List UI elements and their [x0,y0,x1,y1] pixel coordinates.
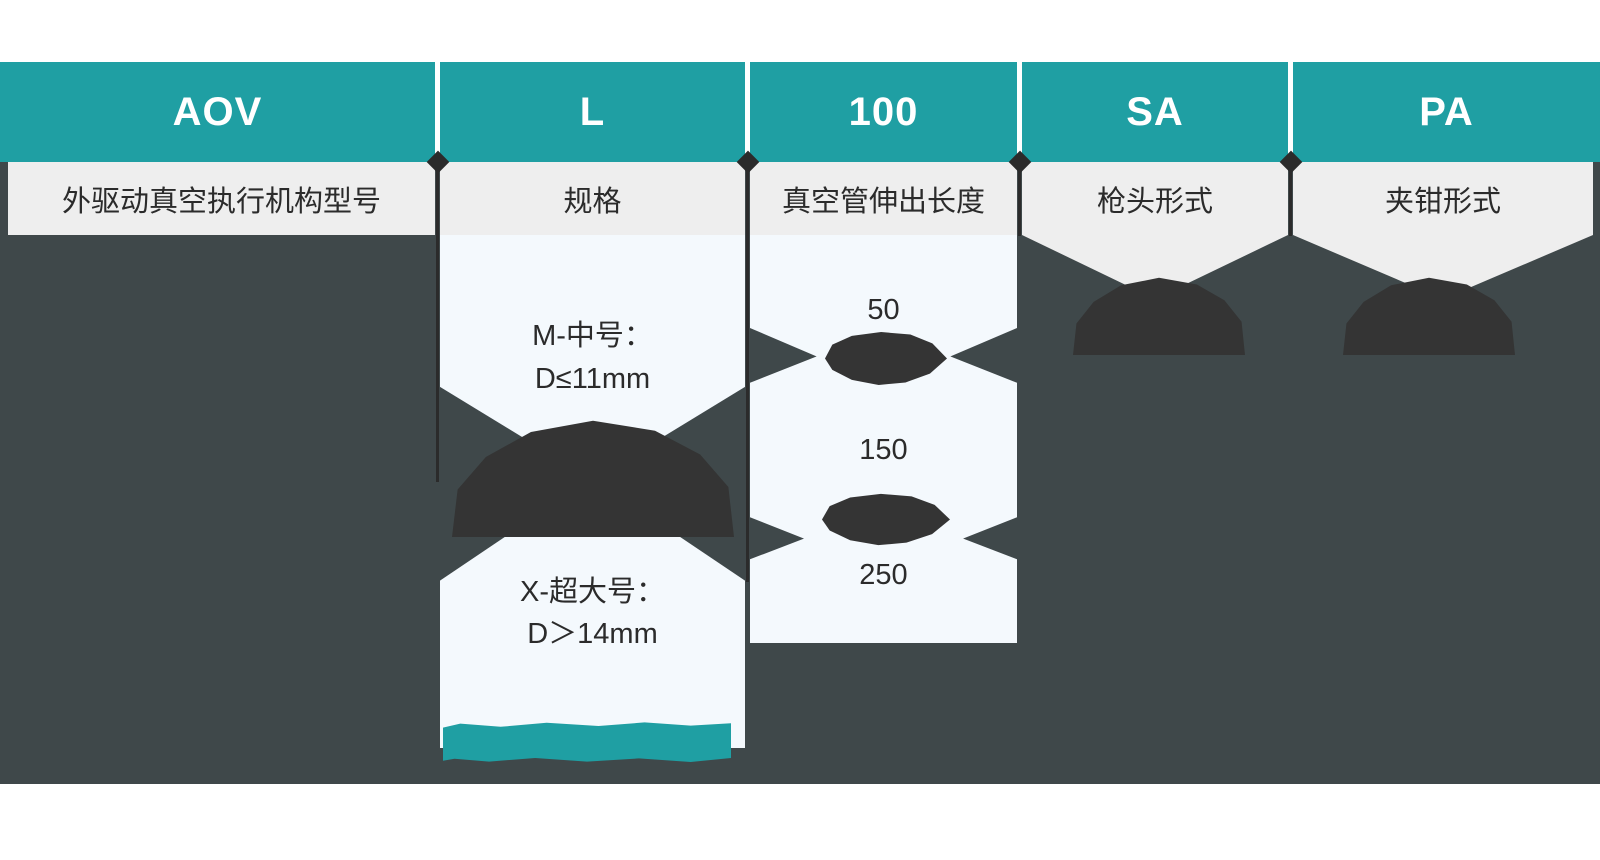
option-line-1: 50 [867,293,900,326]
label-cell-pa: 夹钳形式 [1293,162,1593,235]
option-line-1: 250 [859,559,908,592]
header-cell-sa[interactable]: SA [1022,62,1288,162]
header-seam-3 [1017,62,1022,162]
divider-line-1 [436,162,439,482]
header-cell-aov[interactable]: AOV [0,62,435,162]
header-cell-100[interactable]: 100 [750,62,1017,162]
label-cell-100: 真空管伸出长度 [750,162,1017,235]
header-seam-1 [435,62,440,162]
label-cell-sa: 枪头形式 [1022,162,1288,235]
header-cell-l[interactable]: L [440,62,745,162]
label-cell-l: 规格 [440,162,745,235]
option-line-1: 150 [859,433,908,466]
option-line-1: M-中号： [532,320,653,353]
option-line-2: D＞14mm [527,618,658,650]
option-line-2: D≤11mm [534,362,651,395]
header-seam-2 [745,62,750,162]
header-seam-4 [1288,62,1293,162]
label-cell-aov: 外驱动真空执行机构型号 [8,162,435,235]
header-cell-pa[interactable]: PA [1293,62,1600,162]
divider-line-4 [1289,162,1292,236]
option-line-1: X-超大号： [519,575,665,608]
divider-line-2 [746,162,749,582]
divider-line-3 [1018,162,1021,236]
redaction-col2-bottom [443,722,731,762]
